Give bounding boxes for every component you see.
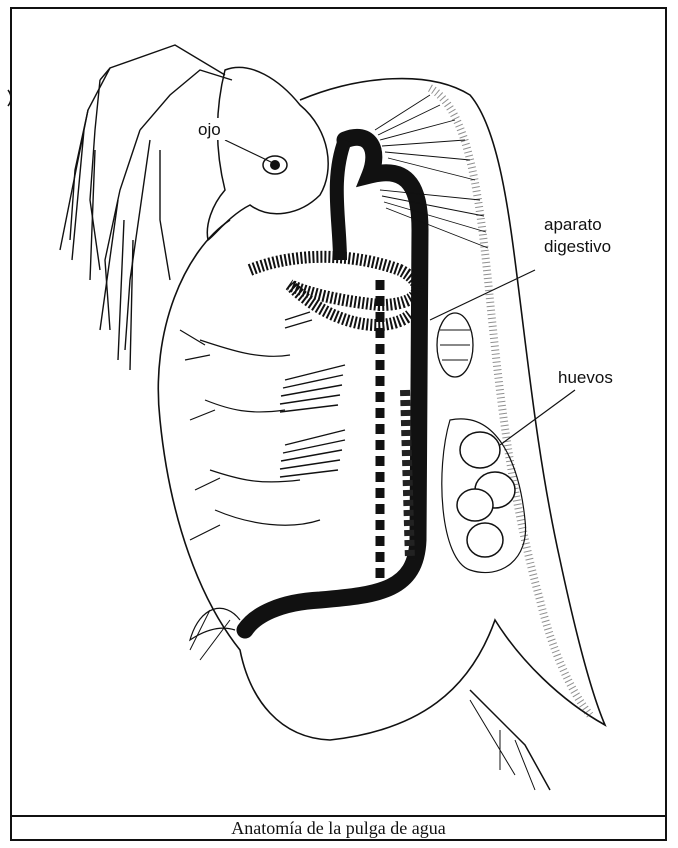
figure-caption: Anatomía de la pulga de agua (10, 818, 667, 839)
coiled-gland (250, 257, 417, 325)
caption-divider (10, 815, 667, 817)
digestive-label-line1: aparato (544, 215, 602, 234)
eggs-label: huevos (558, 368, 613, 387)
head-outline (207, 67, 328, 240)
antenna (60, 45, 232, 370)
ovary-chain-2 (405, 390, 410, 560)
tail-spine (470, 690, 550, 790)
foregut (337, 140, 345, 260)
postabdomen-claws (190, 610, 230, 660)
heart (437, 313, 473, 377)
eye-structure (263, 156, 287, 174)
carapace-band (430, 88, 590, 715)
egg (460, 432, 500, 468)
eye-leader-line (225, 140, 273, 163)
edge-mark (8, 90, 11, 106)
appendage-gills (280, 312, 345, 477)
brood-pouch (442, 419, 526, 573)
digestive-label-line2: digestivo (544, 237, 611, 256)
eye-label: ojo (198, 120, 221, 139)
egg (457, 489, 493, 521)
egg (467, 523, 503, 557)
